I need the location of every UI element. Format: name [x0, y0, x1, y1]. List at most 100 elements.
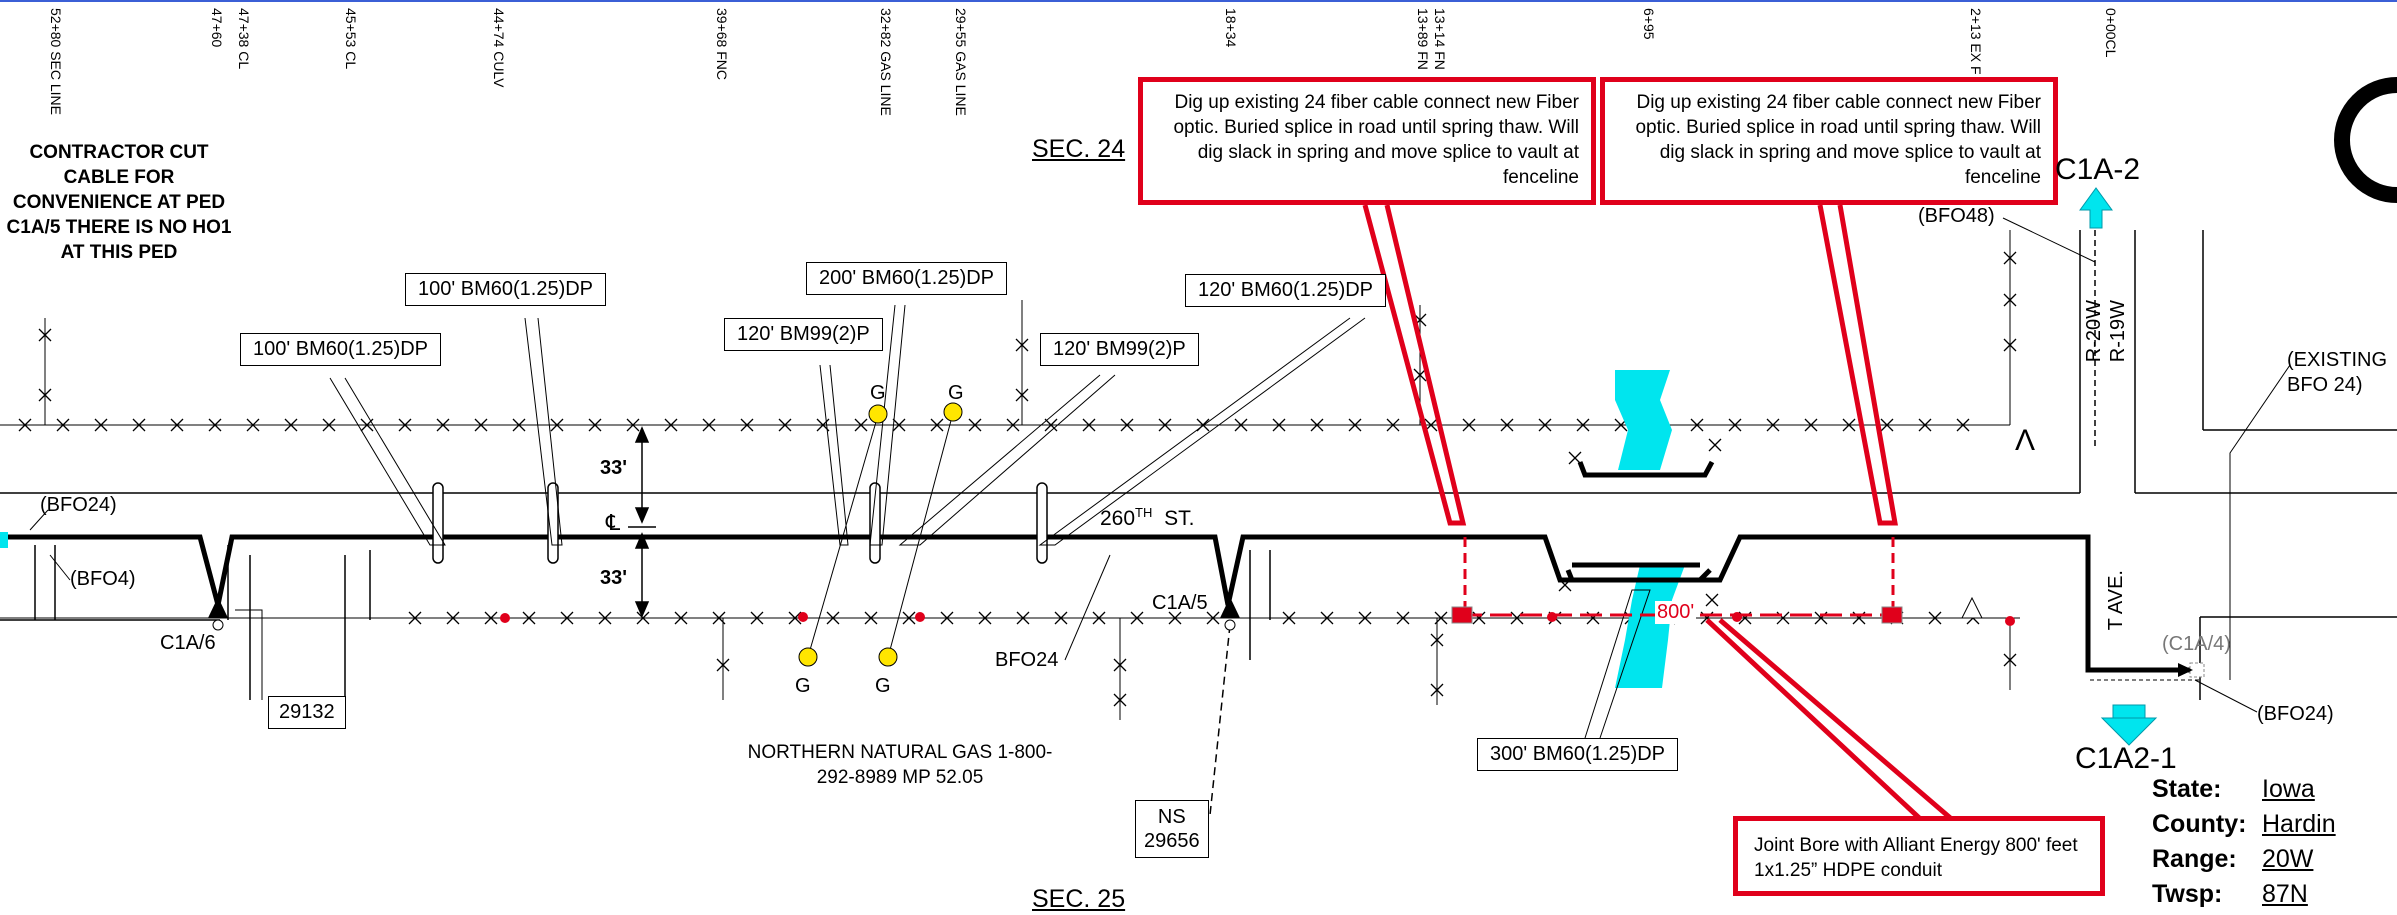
splice-box-2 — [1881, 606, 1903, 624]
callout-100-bm60-b: 100' BM60(1.25)DP — [240, 333, 442, 366]
fence-x-north — [1804, 418, 1818, 432]
fence-x-south — [560, 611, 574, 625]
section-24-label: SEC. 24 — [1032, 135, 1126, 163]
station-2-13: 2+13 EX F — [1968, 8, 1984, 75]
c1a4-label: (C1A/4) — [2162, 633, 2231, 655]
arrow-up-c1a2 — [2079, 187, 2113, 229]
fence-x-north — [1348, 418, 1362, 432]
gas-g-label-4: G — [875, 675, 891, 697]
fence-x-north — [1918, 418, 1932, 432]
bore-4 — [1036, 482, 1048, 564]
fence-x-south — [826, 611, 840, 625]
fence-x-south — [1320, 611, 1334, 625]
fence-x-north — [1006, 418, 1020, 432]
fence-x-north — [664, 418, 678, 432]
fence-x-north — [322, 418, 336, 432]
leader-bfo24-left — [29, 509, 49, 531]
r20w-label: R-20W — [2083, 300, 2105, 363]
dig-note-right: Dig up existing 24 fiber cable connect n… — [1600, 77, 2058, 205]
fence-x-south — [636, 611, 650, 625]
fence-x-south — [446, 611, 460, 625]
station-45-53: 45+53 CL — [343, 8, 359, 70]
fence-x-north — [94, 418, 108, 432]
pedestal-29132-box: 29132 — [268, 696, 346, 729]
fence-x-south — [1282, 611, 1296, 625]
fence-x-south — [902, 611, 916, 625]
fence-x-north — [1234, 418, 1248, 432]
info-twsp-key: Twsp: — [2152, 880, 2223, 908]
info-state-value: Iowa — [2262, 775, 2315, 803]
red-leader-bore — [1705, 618, 1969, 831]
fence-x-north — [626, 418, 640, 432]
leader-c2 — [524, 317, 563, 546]
bfo24-mid-label: BFO24 — [995, 649, 1059, 671]
bfo4-label: (BFO4) — [70, 568, 136, 590]
fence-x-north — [1386, 418, 1400, 432]
station-47-60: 47+60 — [209, 8, 225, 48]
fence-x-north — [1500, 418, 1514, 432]
pedestal-c1a6-label: C1A/6 — [160, 632, 216, 654]
fence-x-spur — [1708, 438, 1722, 452]
station-47-38: 47+38 CL — [236, 8, 252, 70]
gas-company-note: NORTHERN NATURAL GAS 1-800-292-8989 MP 5… — [747, 742, 1053, 788]
fence-x-north — [1842, 418, 1856, 432]
water-crossing-upper — [1615, 370, 1672, 470]
fence-x-north — [1766, 418, 1780, 432]
fence-x-south — [1054, 611, 1068, 625]
street-ordinal: TH — [1135, 505, 1153, 520]
splice-box-1 — [1451, 606, 1473, 624]
leader-bfo48 — [2002, 217, 2096, 263]
fence-x-south — [598, 611, 612, 625]
culvert-south — [1565, 568, 1712, 583]
bore-length-label: 800' — [1655, 601, 1697, 624]
dashed-ns-line — [1209, 624, 1231, 816]
fence-x-south — [1016, 611, 1030, 625]
fence-x-south — [1130, 611, 1144, 625]
leader-c1 — [329, 377, 446, 546]
pedestal-c1a5-post — [1224, 619, 1236, 631]
fence-x-north — [436, 418, 450, 432]
gas-g-label-2: G — [948, 382, 964, 404]
station-0-00: 0+00CL — [2103, 8, 2119, 58]
red-leader-dig1 — [1362, 204, 1467, 526]
dig-note-left: Dig up existing 24 fiber cable connect n… — [1138, 77, 1596, 205]
fence-x-south — [978, 611, 992, 625]
gas-g-label-3: G — [795, 675, 811, 697]
pedestal-c1a6 — [208, 597, 228, 618]
fence-x-north — [474, 418, 488, 432]
bfo24-left-label: (BFO24) — [40, 494, 117, 516]
fence-x-south — [408, 611, 422, 625]
existing-bfo-label: (EXISTING BFO 24) — [2287, 349, 2388, 396]
info-twsp-value: 87N — [2262, 880, 2308, 908]
gas-marker-2 — [943, 402, 963, 422]
location-info-block: State:Iowa County:Hardin Range:20W Twsp:… — [2152, 772, 2336, 912]
info-county-key: County: — [2152, 810, 2247, 838]
station-44-74: 44+74 CULV — [491, 8, 507, 88]
callout-120-bm60: 120' BM60(1.25)DP — [1185, 274, 1387, 307]
fence-x-south — [1396, 611, 1410, 625]
fence-x-north — [1158, 418, 1172, 432]
fence-x-north — [702, 418, 716, 432]
fence-x-north — [1044, 418, 1058, 432]
red-dot-1 — [500, 613, 510, 623]
leader-c7 — [1584, 589, 1651, 739]
gas-marker-3 — [798, 647, 818, 667]
fence-x-north — [1272, 418, 1286, 432]
fence-x-north — [208, 418, 222, 432]
fence-x-north — [1082, 418, 1096, 432]
bfo24-right-label: (BFO24) — [2257, 703, 2334, 725]
fence-x-north — [588, 418, 602, 432]
top-accent-bar — [0, 0, 2397, 2]
red-dot-2 — [798, 612, 808, 622]
ns-label: NS — [1157, 806, 1186, 828]
fence-x-north — [1462, 418, 1476, 432]
leader-c3 — [869, 304, 906, 546]
callout-300-bm60: 300' BM60(1.25)DP — [1477, 738, 1679, 771]
corner-mark: Λ — [2015, 424, 2035, 457]
r19w-label: R-19W — [2107, 300, 2129, 363]
bore-2 — [547, 482, 559, 564]
fence-x-north — [1728, 418, 1742, 432]
edge-circle — [2334, 77, 2397, 203]
fence-x-spur — [1705, 593, 1719, 607]
fence-x-north — [968, 418, 982, 432]
